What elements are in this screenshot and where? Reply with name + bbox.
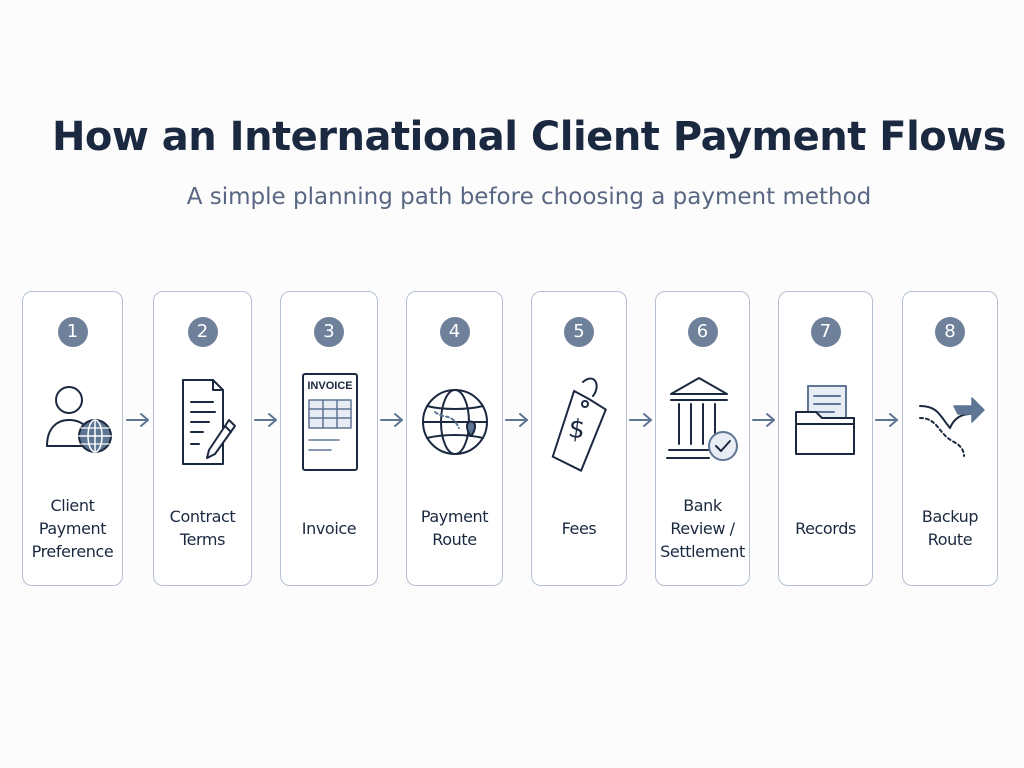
- document-pen-icon: [163, 372, 243, 472]
- step-card-7: 7 Records: [778, 291, 873, 586]
- step-card-2: 2 Contract Terms: [153, 291, 252, 586]
- flow-arrow-4: [503, 410, 531, 430]
- step-label: Contract Terms: [169, 507, 236, 549]
- bank-check-icon: [663, 372, 743, 472]
- alternate-route-icon: [910, 372, 990, 472]
- step-label: Invoice: [301, 518, 357, 538]
- step-number-badge: 6: [687, 317, 718, 347]
- step-label: Fees: [561, 518, 597, 538]
- step-number-badge: 5: [564, 317, 594, 347]
- step-number-badge: 8: [935, 317, 965, 347]
- flow-arrow-7: [873, 410, 901, 430]
- diagram-title: How an International Client Payment Flow…: [51, 114, 1007, 160]
- step-number-badge: 4: [439, 317, 470, 347]
- step-card-5: 5 $ Fees: [531, 291, 627, 586]
- step-label: Bank Review / Settlement: [660, 495, 745, 561]
- step-label: Records: [795, 518, 856, 538]
- globe-route-icon: [415, 372, 495, 472]
- step-label: Client Payment Preference: [31, 495, 114, 561]
- folder-icon: [786, 372, 866, 472]
- step-card-4: 4 Payment Route: [406, 291, 503, 586]
- price-tag-icon: $: [539, 372, 619, 472]
- flow-arrow-3: [378, 410, 406, 430]
- person-globe-icon: [33, 372, 113, 472]
- step-number-badge: 2: [187, 317, 218, 347]
- step-card-6: 6 Bank Review / Settlement: [655, 291, 750, 586]
- diagram-subtitle: A simple planning path before choosing a…: [186, 184, 872, 210]
- flow-arrow-6: [750, 410, 778, 430]
- step-card-3: 3 INVOICE Invoice: [280, 291, 378, 586]
- step-number-badge: 3: [314, 317, 344, 347]
- step-card-1: 1 Client Payment Preference: [22, 291, 123, 586]
- step-label: Payment Route: [420, 507, 489, 549]
- invoice-icon: INVOICE: [289, 372, 369, 472]
- flow-arrow-2: [252, 410, 280, 430]
- flow-arrow-5: [627, 410, 655, 430]
- svg-text:INVOICE: INVOICE: [307, 380, 352, 392]
- step-card-8: 8 Backup Route: [902, 291, 998, 586]
- svg-text:$: $: [566, 414, 587, 446]
- step-number-badge: 7: [810, 317, 841, 347]
- step-label: Backup Route: [921, 507, 979, 549]
- flow-arrow-1: [124, 410, 152, 430]
- step-number-badge: 1: [57, 317, 88, 347]
